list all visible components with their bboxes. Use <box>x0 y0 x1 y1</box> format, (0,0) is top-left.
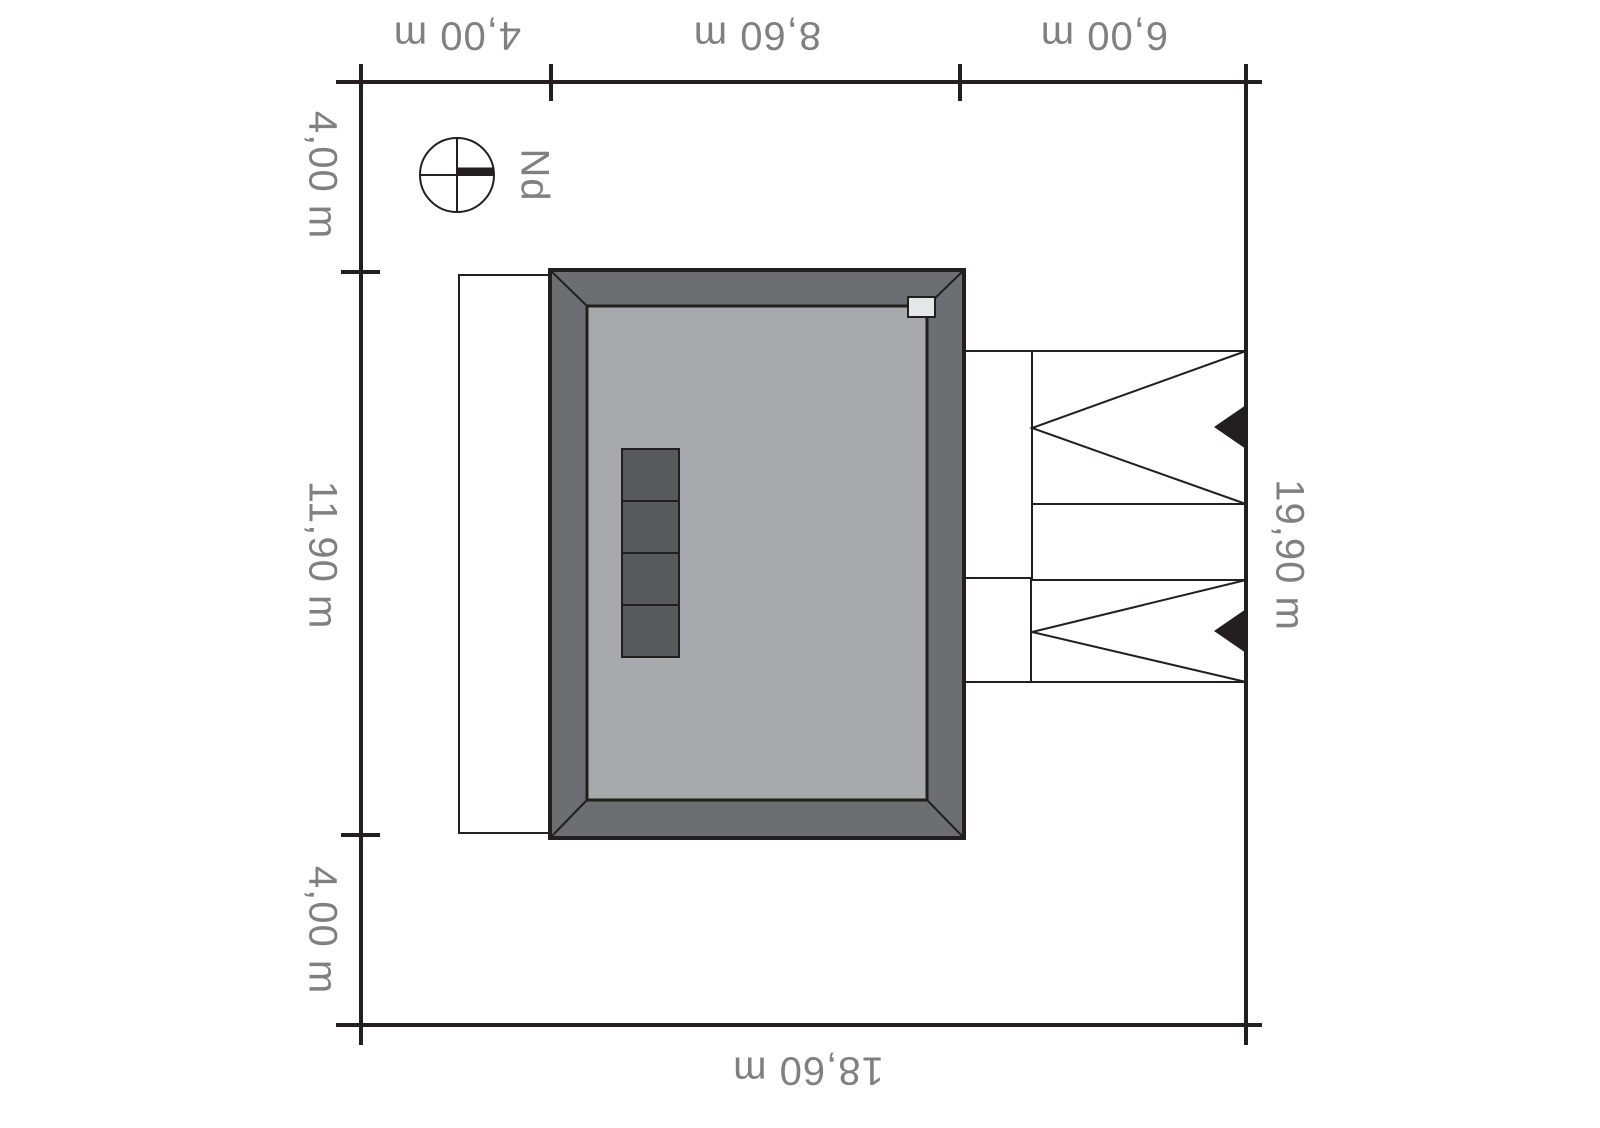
dim-top-left: 4,00 m <box>393 13 521 57</box>
plot-boundary <box>336 64 1262 1045</box>
dim-left-top: 4,00 m <box>300 111 344 239</box>
compass-label: Nd <box>512 148 556 201</box>
skylight <box>621 604 680 658</box>
skylight <box>621 448 680 502</box>
roof-hip-1 <box>549 269 588 307</box>
dimension-labels: 4,00 m 8,60 m 6,00 m 18,60 m 4,00 m 11,9… <box>300 13 1311 1092</box>
driveway-lower-stub <box>963 577 1032 683</box>
driveway-lower-fold <box>1031 579 1247 683</box>
chimney <box>907 296 936 318</box>
dimension-ticks <box>341 64 962 837</box>
terrace <box>458 274 551 834</box>
skylights <box>621 448 680 658</box>
driveway-upper-fold <box>1029 350 1247 505</box>
driveway <box>963 350 1247 683</box>
dim-top-middle: 8,60 m <box>693 13 821 57</box>
roof-hip-3 <box>549 799 588 839</box>
dim-left-bottom: 4,00 m <box>300 866 344 994</box>
dim-top-right: 6,00 m <box>1040 13 1168 57</box>
driveway-upper-stub <box>963 350 1033 579</box>
north-arrow-icon <box>419 137 495 213</box>
dim-right-total: 19,90 m <box>1267 479 1311 631</box>
entrance-arrow-icon <box>1214 405 1246 449</box>
house-roof <box>548 268 966 840</box>
skylight <box>621 500 680 554</box>
dim-bottom-total: 18,60 m <box>732 1048 884 1092</box>
roof-hip-4 <box>926 799 965 839</box>
dim-left-middle: 11,90 m <box>300 481 344 630</box>
skylight <box>621 552 680 606</box>
entrance-arrow-icon <box>1214 609 1246 653</box>
